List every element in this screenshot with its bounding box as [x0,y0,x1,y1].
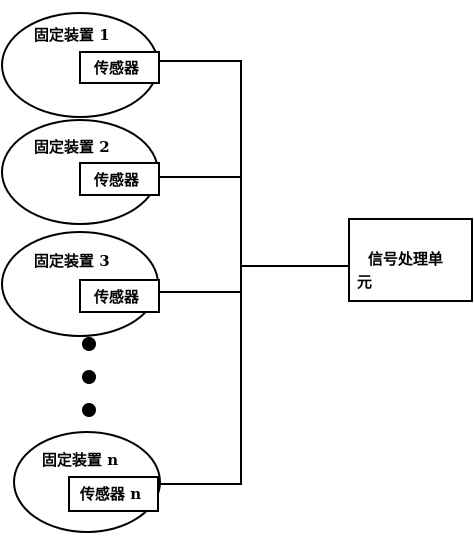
device-1-title: 固定装置 1 [34,26,110,44]
device-n-sensor-label: 传感器 n [79,485,141,503]
processor-label-line2: 元 [357,273,372,291]
device-1-sensor-label: 传感器 [93,59,140,77]
device-2-sensor-box [79,162,160,196]
device-n-title: 固定装置 n [42,451,118,469]
device-n-sensor-box [68,476,159,512]
device-n-ellipse [13,431,161,533]
device-2-title: 固定装置 2 [34,138,110,156]
device-2-sensor-label: 传感器 [93,171,140,189]
ellipsis-dot-2 [82,370,96,384]
processor-label-line1: 信号处理单 [368,250,443,268]
ellipsis-dot-1 [82,337,96,351]
device-3-title: 固定装置 3 [34,252,110,270]
ellipsis-dot-3 [82,403,96,417]
processor-box [348,218,473,302]
device-3-sensor-label: 传感器 [93,288,140,306]
device-3-sensor-box [79,279,160,313]
device-1-sensor-box [79,51,160,84]
